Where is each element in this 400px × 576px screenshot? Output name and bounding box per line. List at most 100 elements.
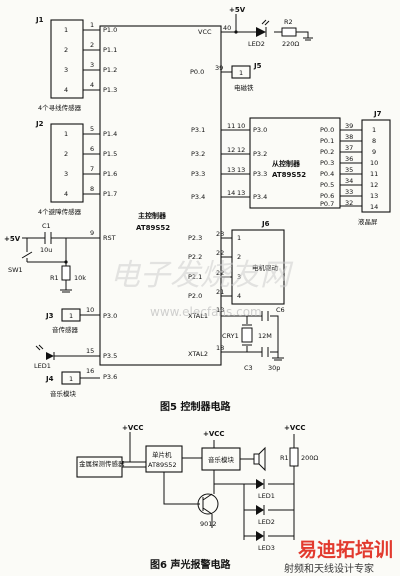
slave-p06: P0.6 [320,192,334,200]
net-p10: P1.0 [103,26,117,34]
cry1-label: CRY1 [222,332,239,340]
r2-value: 220Ω [282,40,299,48]
fig6-vcc-left: +VCC [122,424,144,432]
r2-ref: R2 [284,18,293,26]
net-p15: P1.5 [103,150,117,158]
j7-pin-2: 8 [372,137,376,145]
j7-pin-4: 10 [370,159,378,167]
p20-num: 21 [216,288,224,296]
j7-pin-1: 1 [372,126,376,134]
speaker-icon [253,446,266,472]
j4-pin: 1 [69,375,73,383]
c3-capacitor [261,347,269,357]
p00-pin-name: P0.0 [190,68,204,76]
transistor-label: 9012 [200,520,217,528]
p35-num: 15 [86,347,94,355]
p21-name: P2.1 [188,273,202,281]
p36-name: P3.6 [103,373,117,381]
p3-slave-wires [221,129,250,198]
rst-pin-num: 9 [90,229,94,237]
slave-in-pins: 10 P3.0 12 P3.2 13 P3.3 13 P3.4 [237,122,267,201]
slave-p07-num: 32 [345,199,353,207]
slave-mcu-title: 从控制器 [272,159,301,168]
vcc-supply: +5V [229,6,246,14]
c1-ref: C1 [42,222,51,230]
net-p16: P1.6 [103,170,117,178]
watermark-brand-sub: 射频和天线设计专家 [284,562,374,575]
j6-pin-numbers: 1 2 3 4 [237,234,241,300]
main-mcu-model: AT89S52 [136,224,170,232]
vcc-pin-num: 40 [223,24,231,32]
net-num-6: 6 [90,145,94,153]
fig6-caption: 图6 声光报警电路 [150,558,231,571]
xtal-wires [221,315,279,358]
fig6-vcc-left-wire [122,432,146,463]
j6-pin-2: 2 [237,253,241,261]
c3-value: 30p [268,364,280,372]
led1-fig6-label: LED1 [258,492,275,500]
p30-num: 10 [86,306,94,314]
p20-name: P2.0 [188,292,202,300]
j1-pin-4: 4 [64,86,68,94]
led2-label: LED2 [248,40,265,48]
net-p17: P1.7 [103,190,117,198]
slave-p02: P0.2 [320,148,334,156]
r2-resistor [281,27,297,37]
slave-p07: P0.7 [320,200,334,208]
led3-fig6-icon [244,531,294,541]
metal-sensor-label: 金属探测传感器 [79,459,125,468]
slave-in-num-4: 13 [237,189,245,197]
c6-capacitor [261,311,269,321]
j4-ref: J4 [45,375,54,383]
j1-ref: J1 [35,16,44,24]
p33-name: P3.3 [191,170,205,178]
net-num-7: 7 [90,165,94,173]
slave-p01-num: 38 [345,133,353,141]
slave-p03-num: 36 [345,155,353,163]
slave-in-name-4: P3.4 [253,193,267,201]
j5-pin: 1 [239,69,243,77]
fig6-vcc-right: +VCC [284,424,306,432]
fig5-caption: 图5 控制器电路 [160,400,231,413]
p32-num: 12 [227,146,235,154]
cry1-freq: 12M [258,332,272,340]
j1-connector [50,19,84,99]
slave-p00-num: 39 [345,122,353,130]
slave-p06-num: 33 [345,188,353,196]
led1-fig6-icon [244,479,294,489]
j5-connector [231,65,251,79]
j1-pin-3: 3 [64,66,68,74]
j1-pin-1: 1 [64,26,68,34]
j5-ref: J5 [253,62,262,70]
slave-p04-num: 35 [345,166,353,174]
j5-title: 电磁铁 [234,83,254,92]
j7-pin-3: 9 [372,148,376,156]
slave-out-pins: P0.0 39 P0.1 38 P0.2 37 P0.3 36 P0.4 35 … [320,122,353,208]
led2-fig6-icon [244,505,294,515]
slave-in-name-2: P3.2 [253,150,267,158]
watermark-main: 电子发烧友网 [110,258,294,293]
slave-in-num-3: 13 [237,166,245,174]
j7-connector [361,119,391,213]
p33-num: 13 [227,166,235,174]
j7-title: 液晶屏 [358,217,378,226]
main-mcu-body [99,25,222,366]
slave-p01: P0.1 [320,137,334,145]
j2-connector [50,123,84,203]
p22-name: P2.2 [188,253,202,261]
led1-label: LED1 [34,362,51,370]
j3-ref: J3 [45,312,54,320]
cry1-crystal [241,327,253,343]
cry1-plates [242,324,252,346]
slave-lcd-wires [340,129,362,207]
j1-nets: 1 P1.0 2 P1.1 3 P1.2 4 P1.3 [90,21,117,94]
r1-fig6-value: 200Ω [301,454,318,462]
p2-nets: P2.3 23 P2.2 22 P2.1 22 P2.0 21 [188,230,224,300]
p34-name: P3.4 [191,193,205,201]
p35-name: P3.5 [103,352,117,360]
transistor-wires [211,470,244,528]
xtal2-num: 18 [216,344,224,352]
j2-pin-2: 2 [64,150,68,158]
j7-pin-6: 12 [370,181,378,189]
